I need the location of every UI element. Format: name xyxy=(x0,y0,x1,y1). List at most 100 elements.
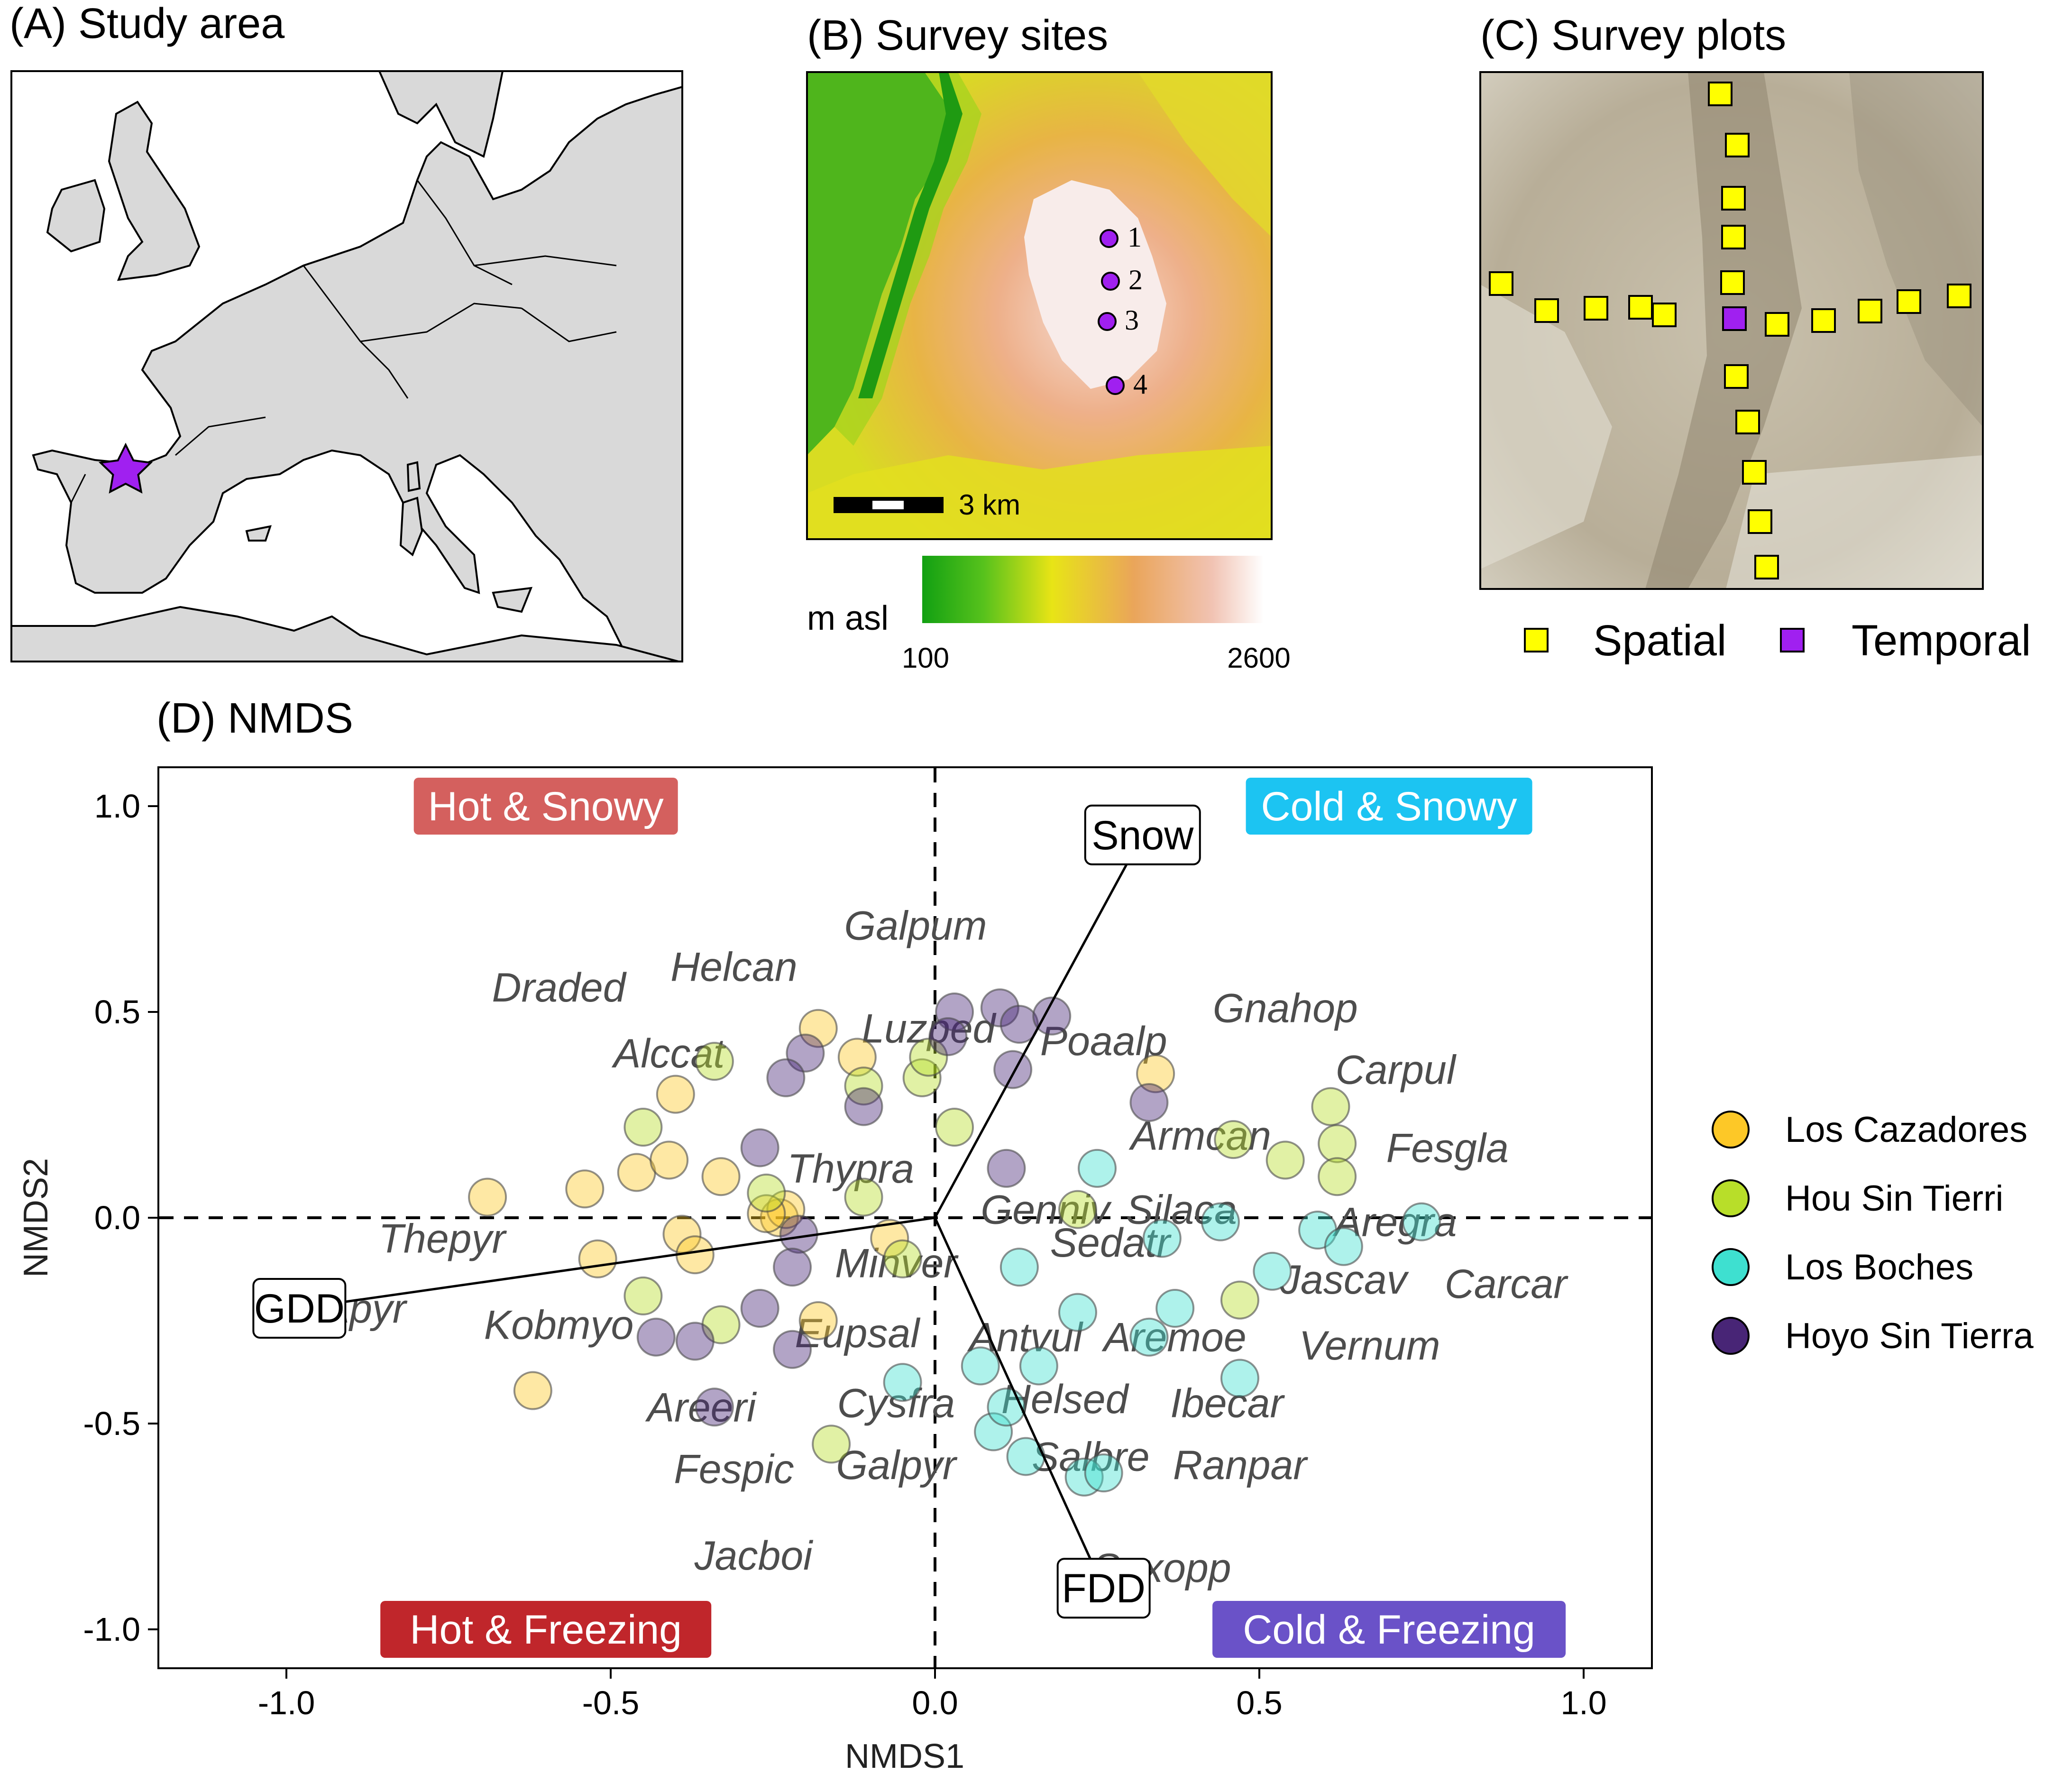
sicily xyxy=(492,587,533,613)
species-label: Thepyr xyxy=(378,1216,507,1261)
point-los-boches xyxy=(999,1248,1039,1287)
point-los-boches xyxy=(1201,1202,1240,1241)
point-los-boches xyxy=(1324,1227,1363,1266)
study-area-star-icon xyxy=(98,442,153,494)
plot-squares xyxy=(1489,82,1971,579)
y-axis-label: NMDS2 xyxy=(17,1158,55,1277)
point-los-cazadores xyxy=(837,1038,877,1077)
x-tick-label: -0.5 xyxy=(582,1684,640,1721)
y-tick-label: -1.0 xyxy=(83,1611,140,1648)
vector-line-fdd xyxy=(934,1217,1105,1589)
species-label: Galpyr xyxy=(836,1443,958,1488)
point-los-cazadores xyxy=(565,1169,605,1209)
y-tick-label: -0.5 xyxy=(83,1405,140,1442)
species-label: Jacboi xyxy=(694,1533,814,1579)
vector-label-snow: Snow xyxy=(1091,813,1194,858)
y-tick-label: 0.5 xyxy=(94,993,140,1030)
point-hoyo-sin-tierra xyxy=(935,992,974,1031)
quadrant-badge-cold-freezing xyxy=(1212,1601,1566,1658)
plot-legend: Spatial Temporal xyxy=(1524,616,2031,665)
north-africa xyxy=(11,606,682,662)
panel-a: (A) Study area xyxy=(9,0,683,662)
point-los-boches xyxy=(961,1346,1000,1386)
temporal-plot-square xyxy=(1722,306,1747,331)
ireland xyxy=(46,179,106,253)
spatial-plot-square xyxy=(1652,303,1677,327)
spatial-plot-square xyxy=(1534,298,1559,323)
scandinavia xyxy=(378,71,504,158)
species-label: Fesgla xyxy=(1386,1125,1509,1171)
spatial-plot-square xyxy=(1721,225,1746,249)
peaks-white xyxy=(1024,180,1166,389)
species-label: Carcar xyxy=(1445,1261,1568,1307)
species-label: Sedatr xyxy=(1050,1220,1172,1266)
point-los-boches xyxy=(1078,1149,1117,1188)
spatial-plot-square xyxy=(1858,299,1882,323)
point-hoyo-sin-tierra xyxy=(980,988,1019,1028)
point-hoyo-sin-tierra xyxy=(844,1087,883,1126)
species-label: Aregra xyxy=(1332,1200,1457,1245)
panel-c: (C) Survey plots Spatial Temporal xyxy=(1479,12,2031,665)
x-tick-label: 0.5 xyxy=(1236,1684,1282,1721)
spatial-plot-square xyxy=(1735,410,1760,434)
legend-key-los-boches xyxy=(1712,1248,1750,1286)
quadrant-label-cold-snowy: Cold & Snowy xyxy=(1261,784,1517,829)
point-hoyo-sin-tierra xyxy=(740,1288,779,1328)
point-hoyo-sin-tierra xyxy=(636,1317,676,1357)
point-los-boches xyxy=(1129,1317,1169,1357)
south-yellow xyxy=(807,446,1272,539)
great-britain xyxy=(108,101,201,281)
quadrant-badge-hot-freezing xyxy=(380,1601,712,1658)
vector-line-gdd xyxy=(299,1216,935,1310)
spatial-plot-square xyxy=(1765,312,1789,337)
colorbar-title: m asl xyxy=(807,599,889,637)
quadrant-badge-cold-snowy xyxy=(1246,778,1532,835)
point-los-boches xyxy=(1019,1346,1058,1386)
x-axis-label: NMDS1 xyxy=(845,1737,964,1775)
spatial-plot-square xyxy=(1748,509,1772,534)
survey-site-markers: 1 2 3 4 xyxy=(1098,221,1147,400)
vector-label-box-gdd xyxy=(252,1277,347,1339)
colorbar-gradient xyxy=(922,556,1264,623)
europe-map xyxy=(11,71,682,662)
species-label: Kobmyo xyxy=(484,1303,634,1348)
vector-label-gdd: GDD xyxy=(254,1286,345,1332)
valley-green xyxy=(807,72,953,455)
point-los-boches xyxy=(1064,1457,1104,1497)
point-hou-sin-tierri xyxy=(844,1066,883,1106)
spatial-plot-square xyxy=(1724,364,1749,389)
point-hou-sin-tierri xyxy=(1318,1124,1357,1163)
point-hou-sin-tierri xyxy=(1220,1280,1259,1320)
species-label: Aremoe xyxy=(1101,1315,1247,1360)
point-los-cazadores xyxy=(870,1219,909,1258)
species-label: Carpul xyxy=(1336,1048,1457,1093)
point-los-cazadores xyxy=(701,1157,741,1196)
point-hoyo-sin-tierra xyxy=(999,1005,1039,1044)
site-label-4: 4 xyxy=(1133,368,1147,400)
species-label: Galpum xyxy=(844,903,987,949)
species-label: Luzped xyxy=(862,1006,997,1052)
quadrant-badge-hot-snowy xyxy=(413,778,678,835)
species-label: Cysfra xyxy=(837,1381,955,1426)
point-hoyo-sin-tierra xyxy=(1032,996,1072,1036)
species-label: Ranpar xyxy=(1173,1443,1308,1488)
point-los-cazadores xyxy=(798,1301,838,1340)
site-label-3: 3 xyxy=(1125,304,1139,336)
legend-label-los-cazadores: Los Cazadores xyxy=(1785,1110,2027,1150)
spatial-plot-square xyxy=(1725,133,1750,157)
quadrant-label-hot-snowy: Hot & Snowy xyxy=(428,784,664,829)
scale-bar-segment xyxy=(872,501,904,509)
panel-c-frame xyxy=(1479,71,1984,590)
point-los-boches xyxy=(1084,1453,1123,1493)
point-los-cazadores xyxy=(656,1075,695,1114)
point-los-cazadores xyxy=(766,1190,806,1229)
panel-d-title: (D) NMDS xyxy=(156,695,353,742)
site-marker-4 xyxy=(1106,376,1125,395)
panel-a-title: (A) Study area xyxy=(9,0,285,47)
species-label: Poaalp xyxy=(1040,1019,1167,1064)
legend-label-hoyo-sin-tierra: Hoyo Sin Tierra xyxy=(1785,1316,2034,1356)
point-hou-sin-tierri xyxy=(1214,1120,1253,1159)
elevation-colorbar: m asl 100 2600 xyxy=(807,556,1291,674)
